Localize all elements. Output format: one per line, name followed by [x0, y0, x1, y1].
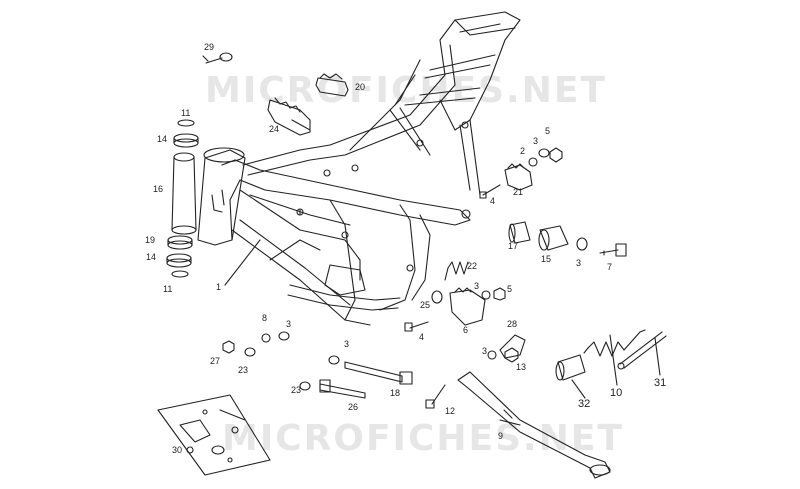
footrest-group-upper — [480, 148, 562, 198]
footpeg-24 — [268, 98, 310, 135]
footrest-group-lower — [432, 288, 505, 325]
side-stand-9 — [458, 372, 610, 478]
callout-12: 12 — [445, 406, 456, 416]
pin-31 — [618, 332, 666, 369]
callout-32: 32 — [578, 398, 591, 410]
callout-19: 19 — [145, 235, 156, 245]
callout-22: 22 — [467, 261, 478, 271]
spring-10 — [584, 330, 645, 356]
callout-13: 13 — [516, 362, 527, 372]
callout-6: 6 — [463, 325, 469, 335]
steering-bearings — [167, 120, 198, 277]
callout-2: 2 — [520, 146, 526, 156]
bolt-12 — [426, 385, 445, 408]
callout-3-right: 3 — [482, 346, 488, 356]
callout-3-upper: 3 — [533, 136, 539, 146]
callout-17: 17 — [508, 241, 519, 251]
callout-4-lower: 4 — [419, 332, 425, 342]
callout-15: 15 — [541, 254, 552, 264]
callout-23-left: 23 — [238, 365, 249, 375]
callout-31: 31 — [654, 377, 667, 389]
footpeg-20 — [316, 74, 348, 96]
bolt-4-lower — [405, 322, 428, 331]
callout-26: 26 — [348, 402, 359, 412]
callout-9: 9 — [498, 431, 504, 441]
callout-5-mid: 5 — [507, 284, 513, 294]
callout-24: 24 — [269, 124, 280, 134]
callout-3-left: 3 — [286, 319, 292, 329]
callout-1: 1 — [216, 282, 222, 292]
frame-part — [198, 12, 520, 325]
bolt-26 — [300, 380, 365, 398]
bushings-17-15 — [509, 222, 626, 256]
callout-28: 28 — [507, 319, 518, 329]
key-29 — [203, 53, 232, 63]
callout-4-upper: 4 — [490, 196, 496, 206]
callout-23-bottom: 23 — [291, 385, 302, 395]
callout-27: 27 — [210, 356, 221, 366]
callout-7: 7 — [607, 262, 613, 272]
bolt-18 — [329, 356, 412, 384]
bracket-28 — [488, 335, 525, 362]
hardware-kit-30 — [158, 395, 270, 475]
callout-14-top: 14 — [157, 134, 168, 144]
callout-11-bottom: 11 — [163, 284, 173, 294]
callout-3-mid: 3 — [474, 281, 480, 291]
callout-5-upper: 5 — [545, 126, 551, 136]
callout-20: 20 — [355, 82, 366, 92]
callout-30: 30 — [172, 445, 183, 455]
sleeve-32 — [556, 355, 585, 380]
callout-21: 21 — [513, 187, 524, 197]
callout-8: 8 — [262, 313, 268, 323]
callout-10: 10 — [610, 387, 623, 399]
callout-25: 25 — [420, 300, 431, 310]
callout-3-bolt: 3 — [344, 339, 350, 349]
callout-14-bottom: 14 — [146, 252, 157, 262]
callout-18: 18 — [390, 388, 401, 398]
callout-11-top: 11 — [181, 108, 191, 118]
callout-16: 16 — [153, 184, 164, 194]
washers-left — [223, 332, 289, 356]
spring-22 — [445, 262, 468, 280]
callout-3-bushing: 3 — [576, 258, 582, 268]
callout-29: 29 — [204, 42, 215, 52]
